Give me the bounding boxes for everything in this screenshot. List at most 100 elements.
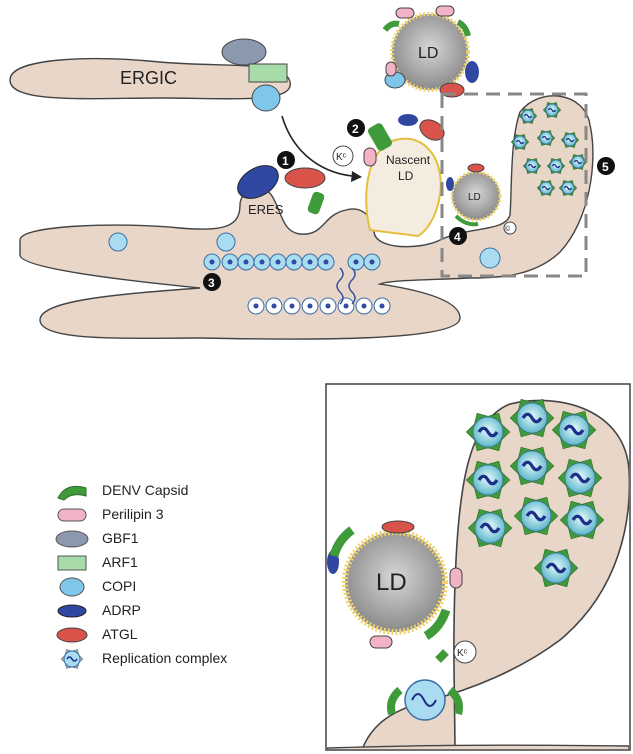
- svg-text:2: 2: [352, 122, 359, 136]
- virion: [522, 158, 542, 174]
- ld-top-label: LD: [418, 45, 438, 62]
- legend-label: DENV Capsid: [102, 482, 189, 498]
- legend-row: COPI: [52, 576, 292, 600]
- adrp-icon: [52, 600, 94, 622]
- legend-row: Replication complex: [52, 648, 292, 672]
- svg-text:1: 1: [282, 154, 289, 168]
- svg-text:3: 3: [208, 276, 215, 290]
- legend-row: ARF1: [52, 552, 292, 576]
- vesicle: [221, 253, 239, 271]
- inset-kc-label: Kᶜ: [457, 648, 468, 659]
- legend-row: ADRP: [52, 600, 292, 624]
- eres-site: ERES: [237, 165, 326, 217]
- focus-box: [440, 92, 588, 278]
- vesicle: [301, 297, 319, 315]
- transport-arrowhead: [351, 171, 362, 182]
- legend-label: Perilipin 3: [102, 506, 164, 522]
- adrp-on-bud: [398, 114, 418, 126]
- vesicle: [237, 253, 255, 271]
- c-small-label: ©: [505, 225, 511, 233]
- vesicle: [373, 297, 391, 315]
- vesicle: [363, 253, 381, 271]
- virion: [518, 108, 538, 124]
- virion: [559, 500, 605, 540]
- atgl-icon: [52, 624, 94, 646]
- nascent-ld-bud: Nascent LD: [363, 114, 445, 238]
- virion: [467, 508, 513, 548]
- rna-strand: [336, 267, 344, 305]
- eres-label: ERES: [248, 202, 284, 217]
- virion: [533, 548, 579, 588]
- svg-text:4: 4: [454, 230, 461, 244]
- tip-virion-cluster: [510, 102, 588, 196]
- lipid-droplet-small: LD ©: [446, 163, 517, 235]
- inset-kc-bubble: [453, 640, 477, 664]
- step-marker-4: 4: [449, 227, 467, 245]
- vesicle: [337, 297, 355, 315]
- legend-label: Replication complex: [102, 650, 228, 666]
- c-bubble: [503, 221, 517, 235]
- svg-text:5: 5: [602, 160, 609, 174]
- virion: [558, 180, 578, 196]
- ld-inset-label: LD: [376, 569, 407, 596]
- transport-arrow: [281, 115, 353, 177]
- nascent-ld-label-line2: LD: [398, 169, 414, 183]
- vesicle: [253, 253, 271, 271]
- vesicle-row-bottom: [247, 297, 391, 315]
- virion: [513, 496, 559, 536]
- arf1-protein: [248, 63, 288, 83]
- vesicle: [301, 253, 319, 271]
- perilipin-icon: [52, 504, 94, 526]
- ergic-label: ERGIC: [120, 68, 177, 88]
- capsid-icon: [52, 480, 94, 502]
- vesicle-row-top: [203, 253, 381, 271]
- virion: [509, 398, 555, 438]
- capsid-eres: [307, 191, 325, 215]
- virion: [465, 460, 511, 500]
- legend-label: ADRP: [102, 602, 141, 618]
- virion: [551, 410, 597, 450]
- vesicle: [317, 253, 335, 271]
- inset-virion-cluster: [465, 398, 605, 588]
- gbf1-icon: [52, 528, 94, 550]
- lipid-droplet-top: LD: [382, 5, 479, 98]
- virion: [510, 134, 530, 150]
- capsid-on-bud: [368, 123, 392, 151]
- vesicle: [319, 297, 337, 315]
- virion: [465, 412, 511, 452]
- nascent-ld-label-line1: Nascent: [386, 153, 431, 167]
- legend-label: COPI: [102, 578, 137, 594]
- atgl-eres: [284, 167, 326, 189]
- inset-lipid-droplet: [342, 529, 448, 635]
- step-marker-5: 5: [597, 157, 615, 175]
- vesicle: [283, 297, 301, 315]
- ergic-organelle: ERGIC: [9, 38, 291, 112]
- replication-complex-icon: [52, 648, 94, 670]
- virion: [568, 154, 588, 170]
- vesicle: [265, 297, 283, 315]
- virion: [509, 446, 555, 486]
- kc-bubble: [332, 145, 354, 167]
- virion: [536, 130, 556, 146]
- gbf1-protein: [221, 38, 267, 66]
- vesicle: [203, 253, 221, 271]
- atgl-on-bud: [419, 119, 445, 141]
- legend-label: ATGL: [102, 626, 138, 642]
- kc-label: Kᶜ: [336, 152, 347, 163]
- perilipin-on-bud: [363, 147, 377, 167]
- vesicle: [269, 253, 287, 271]
- vesicle: [355, 297, 373, 315]
- legend-label: ARF1: [102, 554, 138, 570]
- arf1-icon: [52, 552, 94, 574]
- copi-protein: [251, 84, 281, 112]
- adrp-eres: [237, 165, 279, 199]
- copi-icon: [52, 576, 94, 598]
- step-marker-3: 3: [203, 273, 221, 291]
- virion: [536, 180, 556, 196]
- vesicle: [247, 297, 265, 315]
- legend-row: GBF1: [52, 528, 292, 552]
- er-replication-complexes: [108, 232, 501, 269]
- step-marker-1: 1: [277, 151, 295, 169]
